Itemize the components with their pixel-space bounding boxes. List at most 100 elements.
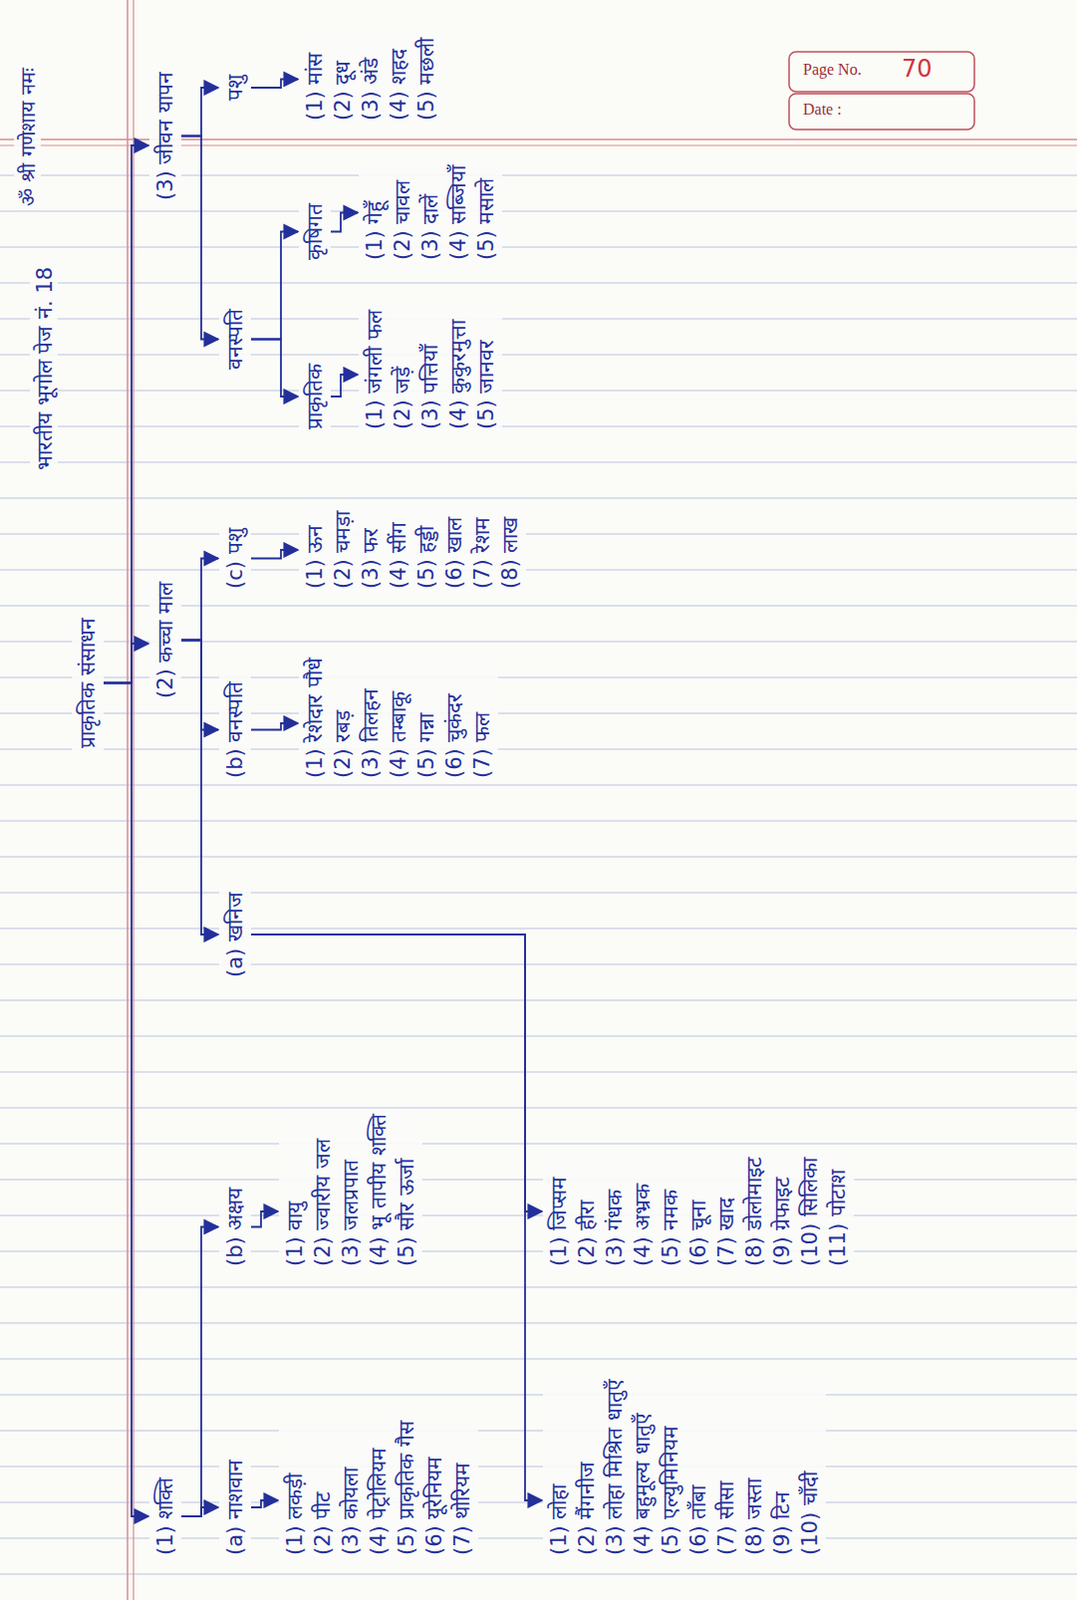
branch-arrow — [251, 232, 298, 340]
ruled-lines — [0, 175, 1077, 1575]
ruled-line — [0, 461, 1077, 463]
branch-heading: (2) कच्चा माल — [149, 576, 182, 704]
node-text: (3) गंधक — [600, 1156, 629, 1267]
ruled-line — [0, 1357, 1077, 1359]
branch-arrow — [251, 1211, 278, 1228]
node-text: (3) अंडे — [356, 37, 385, 121]
node-text: (2) पीट — [308, 1420, 337, 1556]
node-text: (3) दालें — [416, 165, 445, 261]
branch-arrow — [251, 1500, 278, 1508]
node-text: (7) रेशम — [468, 511, 497, 589]
node-text: (5) हड्डी — [412, 511, 441, 589]
branch-arrow — [103, 643, 149, 684]
branch-arrow — [181, 1507, 219, 1517]
item-list: (1) जिप्सम(2) हीरा(3) गंधक(4) अभ्रक(5) न… — [542, 1151, 854, 1272]
node-text: (8) लाख — [496, 511, 525, 589]
node-text: (b) वनस्पति — [221, 681, 250, 779]
ruled-line — [0, 819, 1077, 821]
ruled-line — [0, 317, 1077, 319]
branch-heading: कृषिगत — [298, 198, 331, 266]
node-text: (3) तिलहन — [356, 657, 385, 779]
ruled-line — [0, 1429, 1077, 1431]
ruled-line — [0, 389, 1077, 391]
node-text: (4) सब्जियाँ — [444, 165, 473, 261]
ruled-line — [0, 1573, 1077, 1575]
node-text: प्राकृतिक — [300, 363, 329, 430]
ruled-line — [0, 353, 1077, 355]
branch-arrow — [181, 640, 219, 731]
ruled-line — [0, 927, 1077, 929]
ruled-line — [0, 963, 1077, 965]
node-text: (4) पेट्रोलियम — [364, 1420, 393, 1556]
node-text: (7) सीसा — [712, 1378, 741, 1556]
item-list: (1) मांस(2) दूध(3) अंडे(4) शहद(5) मछली — [298, 32, 443, 126]
node-text: (4) भू तापीय शक्ति — [364, 1113, 393, 1267]
margin-line — [126, 0, 129, 1600]
ruled-line — [0, 784, 1077, 786]
node-text: कृषिगत — [300, 203, 329, 261]
node-text: (1) लकड़ी — [280, 1420, 309, 1556]
node-text: (7) खाद — [712, 1156, 741, 1267]
node-text: (b) अक्षय — [221, 1187, 250, 1267]
branch-heading: (a) नाशवान — [219, 1454, 252, 1561]
node-text: (7) फल — [468, 657, 497, 779]
node-text: (5) प्राकृतिक गैस — [392, 1420, 421, 1556]
branch-arrow — [181, 1227, 219, 1518]
branch-arrow — [251, 79, 298, 89]
branch-arrow — [251, 723, 298, 731]
branch-heading: प्राकृतिक संसाधन — [71, 612, 104, 754]
node-text: (4) अभ्रक — [628, 1156, 657, 1267]
node-text: प्राकृतिक संसाधन — [73, 617, 102, 749]
ruled-line — [0, 1286, 1077, 1288]
page-heading: भारतीय भूगोल पेज नं. 18 — [29, 263, 58, 475]
ruled-line — [0, 855, 1077, 857]
node-text: (5) जानवर — [472, 309, 501, 430]
ruled-line — [0, 1142, 1077, 1144]
node-text: (10) सिलिका — [796, 1156, 824, 1267]
item-list: (1) ऊन(2) चमड़ा(3) फर(4) सींग(5) हड्डी(6… — [298, 506, 527, 594]
ruled-line — [0, 1214, 1077, 1216]
item-list: (1) वायु(2) ज्वारीय जल(3) जलप्रपात(4) भू… — [278, 1108, 423, 1272]
page-number-box — [789, 51, 975, 92]
node-text: (1) वायु — [280, 1113, 309, 1267]
node-text: (1) जंगली फल — [360, 309, 389, 430]
margin-line — [132, 0, 134, 1600]
node-text: (5) नमक — [656, 1156, 685, 1267]
node-text: (1) जिप्सम — [544, 1156, 573, 1267]
node-text: (2) रबड़ — [328, 657, 357, 779]
ruled-line — [0, 533, 1077, 535]
ruled-line — [0, 1035, 1077, 1037]
branch-arrow — [181, 558, 219, 641]
branch-heading: (a) खनिज — [219, 886, 252, 983]
node-text: (5) मछली — [412, 37, 441, 121]
node-text: (2) चमड़ा — [328, 511, 357, 589]
node-text: (3) लोहा मिश्रित धातुएँ — [600, 1378, 629, 1556]
branch-heading: (b) अक्षय — [219, 1182, 252, 1272]
ruled-line — [0, 999, 1077, 1001]
date-caption: Date : — [803, 100, 842, 119]
item-list: (1) रेशेदार पौधे(2) रबड़(3) तिलहन(4) तम्… — [298, 652, 499, 784]
branch-arrow — [251, 339, 298, 398]
node-text: (3) जलप्रपात — [336, 1113, 365, 1267]
node-text: (3) कोयला — [336, 1420, 365, 1556]
node-text: पशु — [221, 74, 250, 101]
branch-arrow — [181, 640, 219, 936]
node-text: (6) चूना — [684, 1156, 713, 1267]
branch-arrow — [330, 374, 358, 397]
ruled-line — [0, 1322, 1077, 1324]
branch-arrow — [103, 145, 149, 684]
branch-arrow — [103, 683, 149, 1518]
node-text: (9) ग्रेफाइट — [768, 1156, 797, 1267]
ruled-line — [0, 1250, 1077, 1252]
branch-heading: वनस्पति — [219, 303, 252, 375]
page-number: 70 — [901, 54, 933, 83]
node-text: (9) टिन — [768, 1378, 797, 1556]
node-text: (1) मांस — [300, 37, 329, 121]
date-box — [789, 93, 975, 130]
ruled-line — [0, 1178, 1077, 1180]
branch-heading: (b) वनस्पति — [219, 676, 252, 784]
ruled-line — [0, 281, 1077, 283]
ruled-line — [0, 1106, 1077, 1108]
node-text: (1) ऊन — [300, 511, 329, 589]
